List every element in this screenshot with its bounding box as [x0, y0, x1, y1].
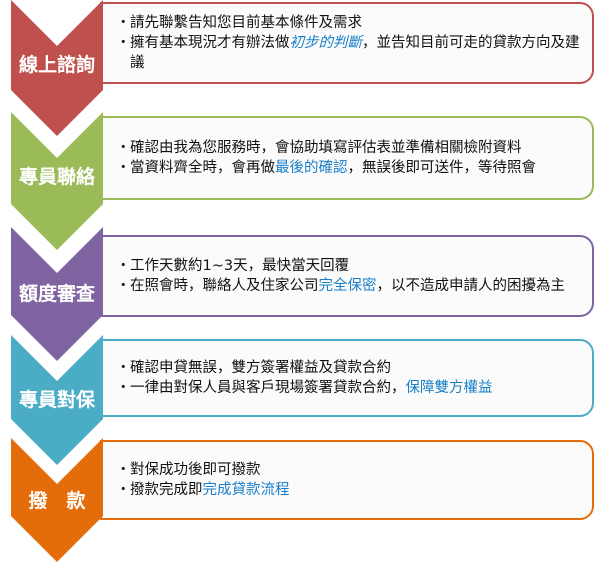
- bullet-dot-icon: ・: [116, 380, 131, 396]
- bullet-list: ・對保成功後即可撥款・撥款完成即完成貸款流程: [116, 460, 290, 500]
- bullet-dot-icon: ・: [116, 140, 131, 156]
- bullet-text: 一律由對保人員與客戶現場簽署貸款合約，: [130, 380, 406, 396]
- bullet-list: ・工作天數約1~3天，最快當天回覆・在照會時，聯絡人及住家公司完全保密，以不造成…: [116, 256, 565, 296]
- bullet-list: ・確認申貸無誤，雙方簽署權益及貸款合約・一律由對保人員與客戶現場簽署貸款合約，保…: [116, 358, 493, 398]
- chevron-arrow-icon: 額度審查: [11, 227, 103, 361]
- bullet-text: 對保成功後即可撥款: [130, 462, 261, 478]
- chevron-arrow-icon: 專員聯絡: [11, 112, 103, 250]
- step-label: 額度審查: [18, 283, 95, 305]
- bullet-item: ・擁有基本現況才有辦法做初步的判斷，並告知目前可走的貸款方向及建議: [116, 33, 582, 73]
- highlight-text: 初步的判斷: [289, 35, 363, 51]
- highlight-text: 最後的確認: [275, 160, 348, 176]
- bullet-dot-icon: ・: [116, 462, 131, 478]
- bullet-item: ・撥款完成即完成貸款流程: [116, 480, 290, 500]
- step-label: 專員聯絡: [18, 166, 95, 188]
- step-description-box: ・確認由我為您服務時，會協助填寫評估表並準備相關檢附資料・當資料齊全時，會再做最…: [100, 116, 594, 200]
- bullet-text: 擁有基本現況才有辦法做: [130, 35, 290, 51]
- bullet-list: ・確認由我為您服務時，會協助填寫評估表並準備相關檢附資料・當資料齊全時，會再做最…: [116, 138, 536, 178]
- bullet-item: ・工作天數約1~3天，最快當天回覆: [116, 256, 565, 276]
- bullet-text: 工作天數約1~3天，最快當天回覆: [130, 258, 350, 274]
- bullet-text: 確認由我為您服務時，會協助填寫評估表並準備相關檢附資料: [130, 140, 522, 156]
- bullet-text: 撥款完成即: [130, 482, 203, 498]
- bullet-text: ，無誤後即可送件，等待照會: [347, 160, 537, 176]
- step-description-box: ・工作天數約1~3天，最快當天回覆・在照會時，聯絡人及住家公司完全保密，以不造成…: [100, 235, 594, 317]
- step-description-box: ・請先聯繫告知您目前基本條件及需求・擁有基本現況才有辦法做初步的判斷，並告知目前…: [100, 2, 594, 84]
- chevron-arrow-icon: 專員對保: [11, 335, 103, 465]
- bullet-dot-icon: ・: [116, 160, 131, 176]
- highlight-text: 完全保密: [318, 278, 377, 294]
- chevron-arrow-icon: 線上諮詢: [11, 0, 103, 136]
- bullet-item: ・當資料齊全時，會再做最後的確認，無誤後即可送件，等待照會: [116, 158, 536, 178]
- chevron-arrow-icon: 撥 款: [11, 438, 103, 562]
- step-label: 撥 款: [28, 490, 86, 512]
- bullet-dot-icon: ・: [116, 482, 131, 498]
- step-label: 專員對保: [18, 389, 95, 411]
- bullet-item: ・在照會時，聯絡人及住家公司完全保密，以不造成申請人的困擾為主: [116, 276, 565, 296]
- bullet-text: 當資料齊全時，會再做: [130, 160, 275, 176]
- bullet-item: ・確認申貸無誤，雙方簽署權益及貸款合約: [116, 358, 493, 378]
- step-description-box: ・確認申貸無誤，雙方簽署權益及貸款合約・一律由對保人員與客戶現場簽署貸款合約，保…: [100, 339, 594, 417]
- bullet-text: 確認申貸無誤，雙方簽署權益及貸款合約: [130, 360, 391, 376]
- bullet-text: 請先聯繫告知您目前基本條件及需求: [130, 15, 362, 31]
- bullet-item: ・一律由對保人員與客戶現場簽署貸款合約，保障雙方權益: [116, 378, 493, 398]
- highlight-text: 完成貸款流程: [202, 482, 290, 498]
- bullet-text: ，以不造成申請人的困擾為主: [376, 278, 566, 294]
- bullet-dot-icon: ・: [116, 258, 131, 274]
- bullet-item: ・對保成功後即可撥款: [116, 460, 290, 480]
- highlight-text: 保障雙方權益: [405, 380, 493, 396]
- bullet-text: ，並告知目前可走的貸款方向及建議: [130, 35, 580, 71]
- bullet-dot-icon: ・: [116, 15, 131, 31]
- bullet-list: ・請先聯繫告知您目前基本條件及需求・擁有基本現況才有辦法做初步的判斷，並告知目前…: [116, 13, 582, 73]
- bullet-item: ・請先聯繫告知您目前基本條件及需求: [116, 13, 582, 33]
- bullet-text: 在照會時，聯絡人及住家公司: [130, 278, 319, 294]
- bullet-dot-icon: ・: [116, 35, 131, 51]
- bullet-item: ・確認由我為您服務時，會協助填寫評估表並準備相關檢附資料: [116, 138, 536, 158]
- step-description-box: ・對保成功後即可撥款・撥款完成即完成貸款流程: [100, 440, 594, 520]
- step-label: 線上諮詢: [18, 54, 95, 76]
- bullet-dot-icon: ・: [116, 360, 131, 376]
- bullet-dot-icon: ・: [116, 278, 131, 294]
